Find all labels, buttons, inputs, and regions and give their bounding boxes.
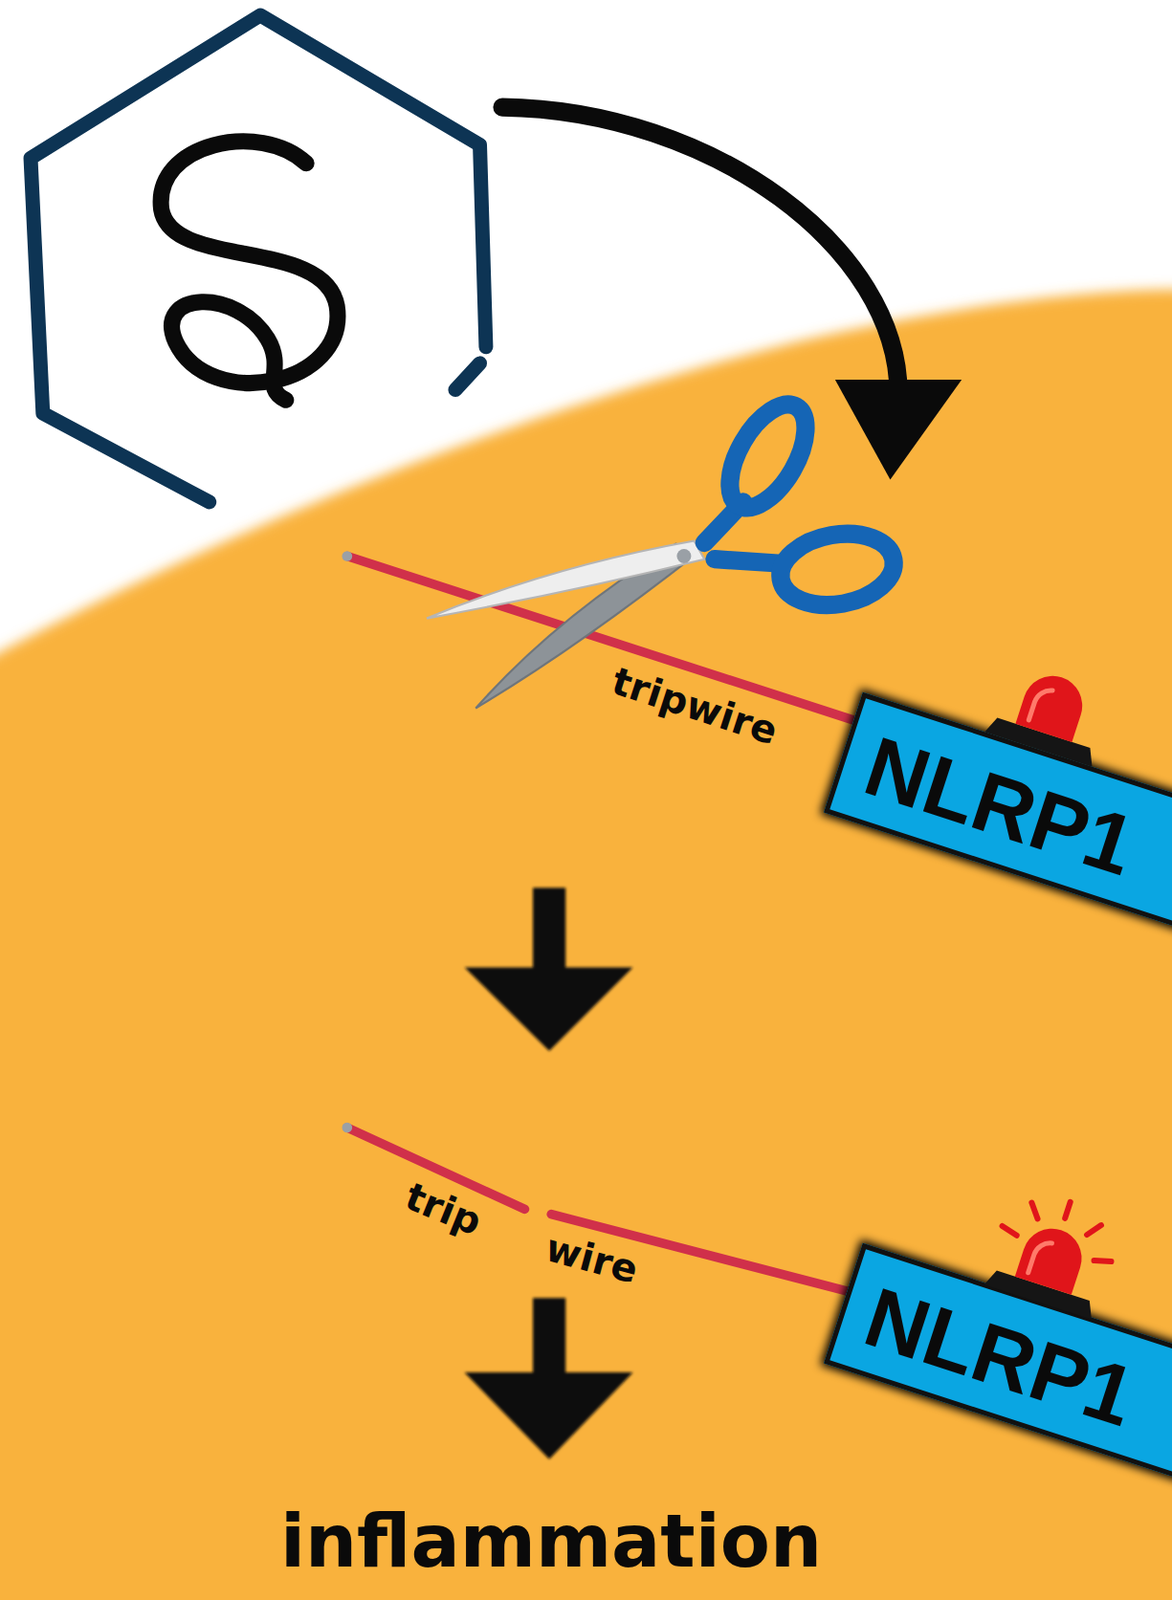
wire-label: wire (541, 1226, 643, 1292)
wire-label: trip (399, 1174, 488, 1243)
wire-tip (341, 551, 353, 562)
protein-name: NLRP1 (855, 1275, 1145, 1441)
protein-name: NLRP1 (855, 724, 1145, 890)
capsid-outline (455, 363, 481, 391)
entry-arrow (502, 107, 962, 480)
alarm-ray (1093, 1257, 1111, 1267)
down-arrow (464, 887, 634, 1052)
outcome-label: inflammation (280, 1502, 822, 1583)
wire-tip (341, 1123, 353, 1134)
capsid-outline (30, 15, 487, 503)
virus (30, 15, 487, 503)
alarm-shine (1028, 686, 1053, 726)
sensor-box: NLRP1 (823, 1243, 1172, 1486)
alarm-shine (1028, 1239, 1053, 1279)
alarm-ray (1000, 1226, 1018, 1237)
alarm-light (978, 1163, 1136, 1323)
down-arrow (464, 1298, 634, 1460)
genome-squiggle (160, 141, 338, 400)
alarm-ray (1027, 1203, 1042, 1220)
alarm-ray (1064, 1202, 1071, 1219)
sensor-box: NLRP1 (823, 692, 1172, 935)
alarm-light (978, 648, 1125, 772)
alarm-dome (1015, 668, 1090, 743)
alarm-ray (1086, 1222, 1102, 1239)
wire-label: tripwire (606, 659, 783, 752)
scissors-symbol (426, 392, 900, 708)
alarm-dome (1015, 1221, 1090, 1296)
